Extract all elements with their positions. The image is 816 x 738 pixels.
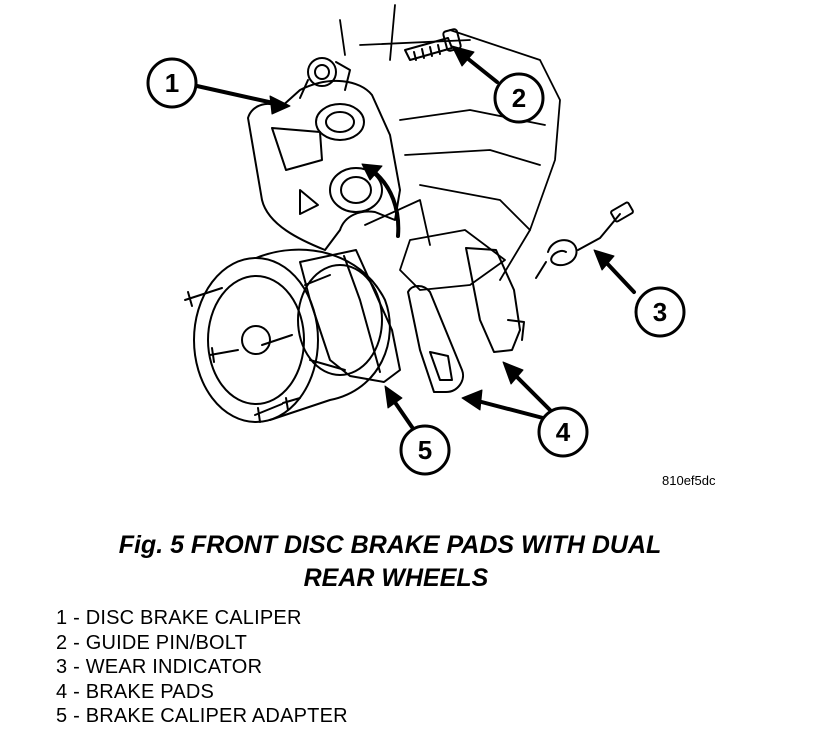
leader-arrows bbox=[195, 45, 636, 432]
callout-2: 2 bbox=[493, 72, 545, 124]
figure-caption-line-1: Fig. 5 FRONT DISC BRAKE PADS WITH DUAL bbox=[118, 531, 662, 559]
callout-1: 1 bbox=[146, 57, 198, 109]
brake-pads bbox=[407, 247, 525, 393]
legend-item: 2 - GUIDE PIN/BOLT bbox=[56, 631, 248, 654]
legend-list: 1 - DISC BRAKE CALIPER 2 - GUIDE PIN/BOL… bbox=[56, 606, 348, 729]
svg-text:1: 1 bbox=[165, 68, 179, 98]
legend-item: 3 - WEAR INDICATOR bbox=[56, 656, 263, 678]
wear-indicator bbox=[535, 201, 634, 279]
drawing-code: 810ef5dc bbox=[662, 473, 716, 488]
removal-arrow bbox=[370, 168, 401, 238]
removal-arrow-head bbox=[361, 163, 383, 181]
callout-4: 4 bbox=[537, 406, 589, 458]
hub-rotor bbox=[184, 248, 391, 423]
callout-5: 5 bbox=[399, 424, 451, 476]
svg-text:2: 2 bbox=[512, 83, 526, 113]
svg-text:3: 3 bbox=[653, 297, 667, 327]
legend-item: 5 - BRAKE CALIPER ADAPTER bbox=[56, 705, 348, 727]
brake-assembly-illustration: 1 2 3 4 5 bbox=[146, 4, 686, 476]
figure-caption-line-2: REAR WHEELS bbox=[303, 564, 489, 592]
svg-text:5: 5 bbox=[418, 435, 432, 465]
legend-item: 4 - BRAKE PADS bbox=[56, 680, 215, 703]
svg-text:4: 4 bbox=[556, 417, 571, 447]
brake-caliper-adapter bbox=[299, 249, 401, 383]
legend-item: 1 - DISC BRAKE CALIPER bbox=[56, 607, 302, 629]
guide-pin-bolt bbox=[404, 28, 462, 61]
disc-brake-caliper bbox=[247, 57, 401, 251]
callout-3: 3 bbox=[634, 286, 686, 338]
